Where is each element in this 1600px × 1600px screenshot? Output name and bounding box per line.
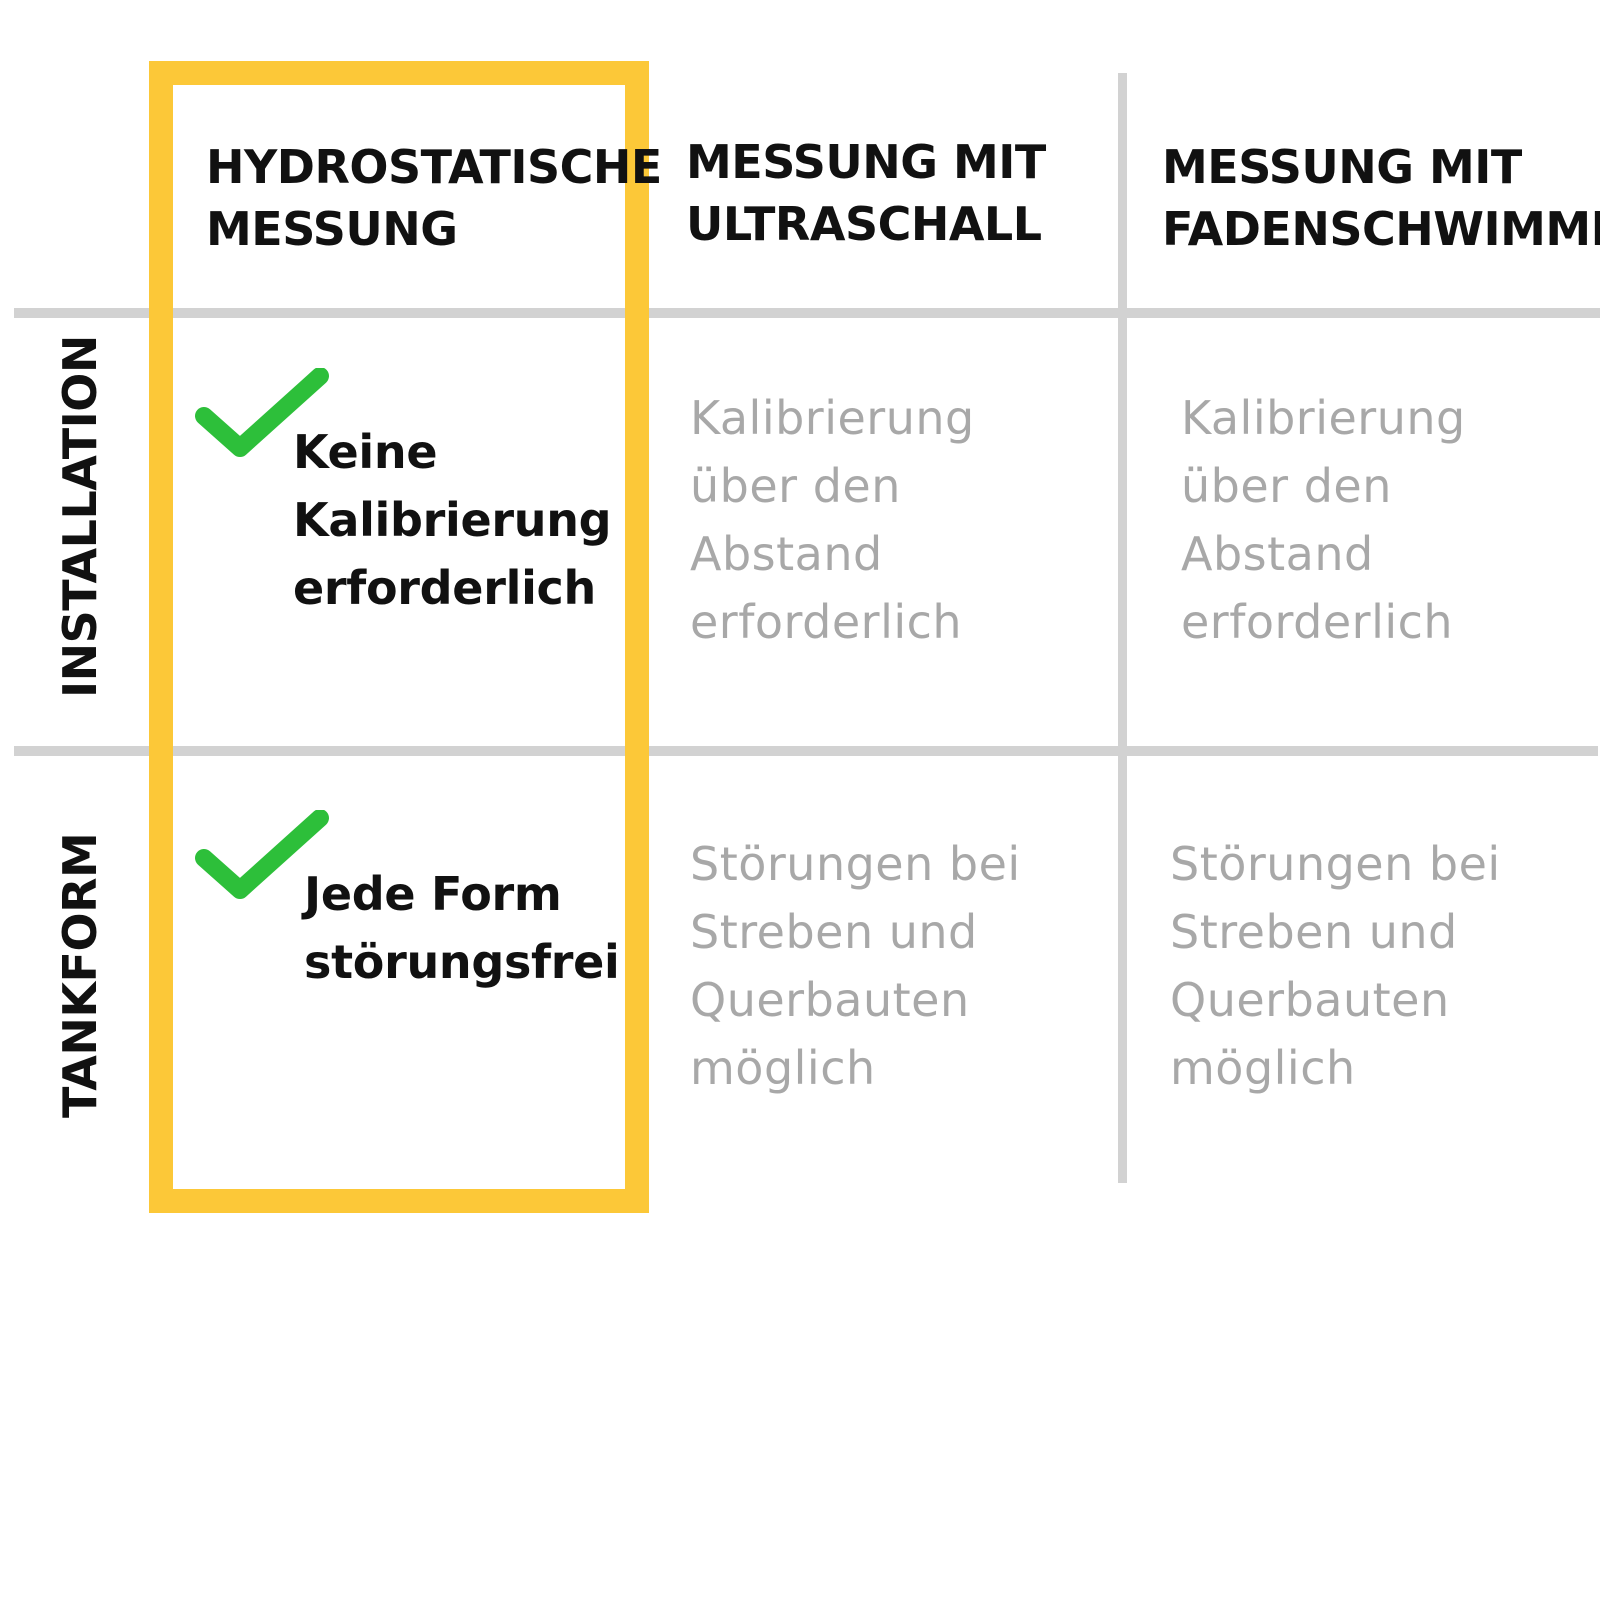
cell-line: über den	[690, 459, 901, 513]
cell-line: Kalibrierung	[690, 391, 975, 445]
cell-line: möglich	[690, 1041, 876, 1095]
column-header-line: MESSUNG MIT	[686, 135, 1046, 189]
row-divider-installation	[14, 746, 1598, 756]
cell-line: Querbauten	[690, 973, 970, 1027]
cell-line: Störungen bei	[690, 837, 1021, 891]
row-header-installation: INSTALLATION	[53, 335, 107, 698]
row-divider-header	[14, 308, 1600, 318]
column-header-line: MESSUNG MIT	[1162, 140, 1522, 194]
column-header-line: FADENSCHWIMMER	[1162, 202, 1600, 256]
cell-line: erforderlich	[293, 561, 596, 615]
cell-line: Streben und	[690, 905, 978, 959]
cell-line: störungsfrei	[304, 935, 620, 989]
cell-line: Keine	[293, 425, 438, 479]
check-icon	[195, 368, 329, 457]
cell-line: erforderlich	[690, 595, 963, 649]
cell-tankform-ultrasonic: Störungen bei Streben und Querbauten mög…	[690, 830, 1021, 1102]
cell-installation-hydrostatic: Keine Kalibrierung erforderlich	[293, 418, 612, 622]
cell-line: Störungen bei	[1170, 837, 1501, 891]
cell-line: über den	[1181, 459, 1392, 513]
cell-line: Abstand	[690, 527, 883, 581]
cell-installation-float: Kalibrierung über den Abstand erforderli…	[1181, 384, 1466, 656]
column-header-ultrasonic: MESSUNG MIT ULTRASCHALL	[686, 131, 1046, 255]
cell-line: Abstand	[1181, 527, 1374, 581]
cell-line: erforderlich	[1181, 595, 1454, 649]
column-header-line: ULTRASCHALL	[686, 197, 1042, 251]
row-header-tankform: TANKFORM	[53, 832, 107, 1118]
cell-line: Streben und	[1170, 905, 1458, 959]
cell-line: Kalibrierung	[293, 493, 612, 547]
column-header-hydrostatic: HYDROSTATISCHE MESSUNG	[206, 136, 662, 260]
cell-tankform-hydrostatic: Jede Form störungsfrei	[304, 860, 620, 996]
column-header-line: MESSUNG	[206, 202, 458, 256]
cell-line: Jede Form	[304, 867, 562, 921]
column-divider-ultrasonic-float	[1118, 73, 1127, 1183]
cell-line: Kalibrierung	[1181, 391, 1466, 445]
column-header-line: HYDROSTATISCHE	[206, 140, 662, 194]
column-header-float: MESSUNG MIT FADENSCHWIMMER	[1162, 136, 1600, 260]
cell-tankform-float: Störungen bei Streben und Querbauten mög…	[1170, 830, 1501, 1102]
check-icon	[195, 810, 329, 899]
cell-line: möglich	[1170, 1041, 1356, 1095]
cell-installation-ultrasonic: Kalibrierung über den Abstand erforderli…	[690, 384, 975, 656]
highlight-column-frame	[149, 61, 649, 1213]
cell-line: Querbauten	[1170, 973, 1450, 1027]
